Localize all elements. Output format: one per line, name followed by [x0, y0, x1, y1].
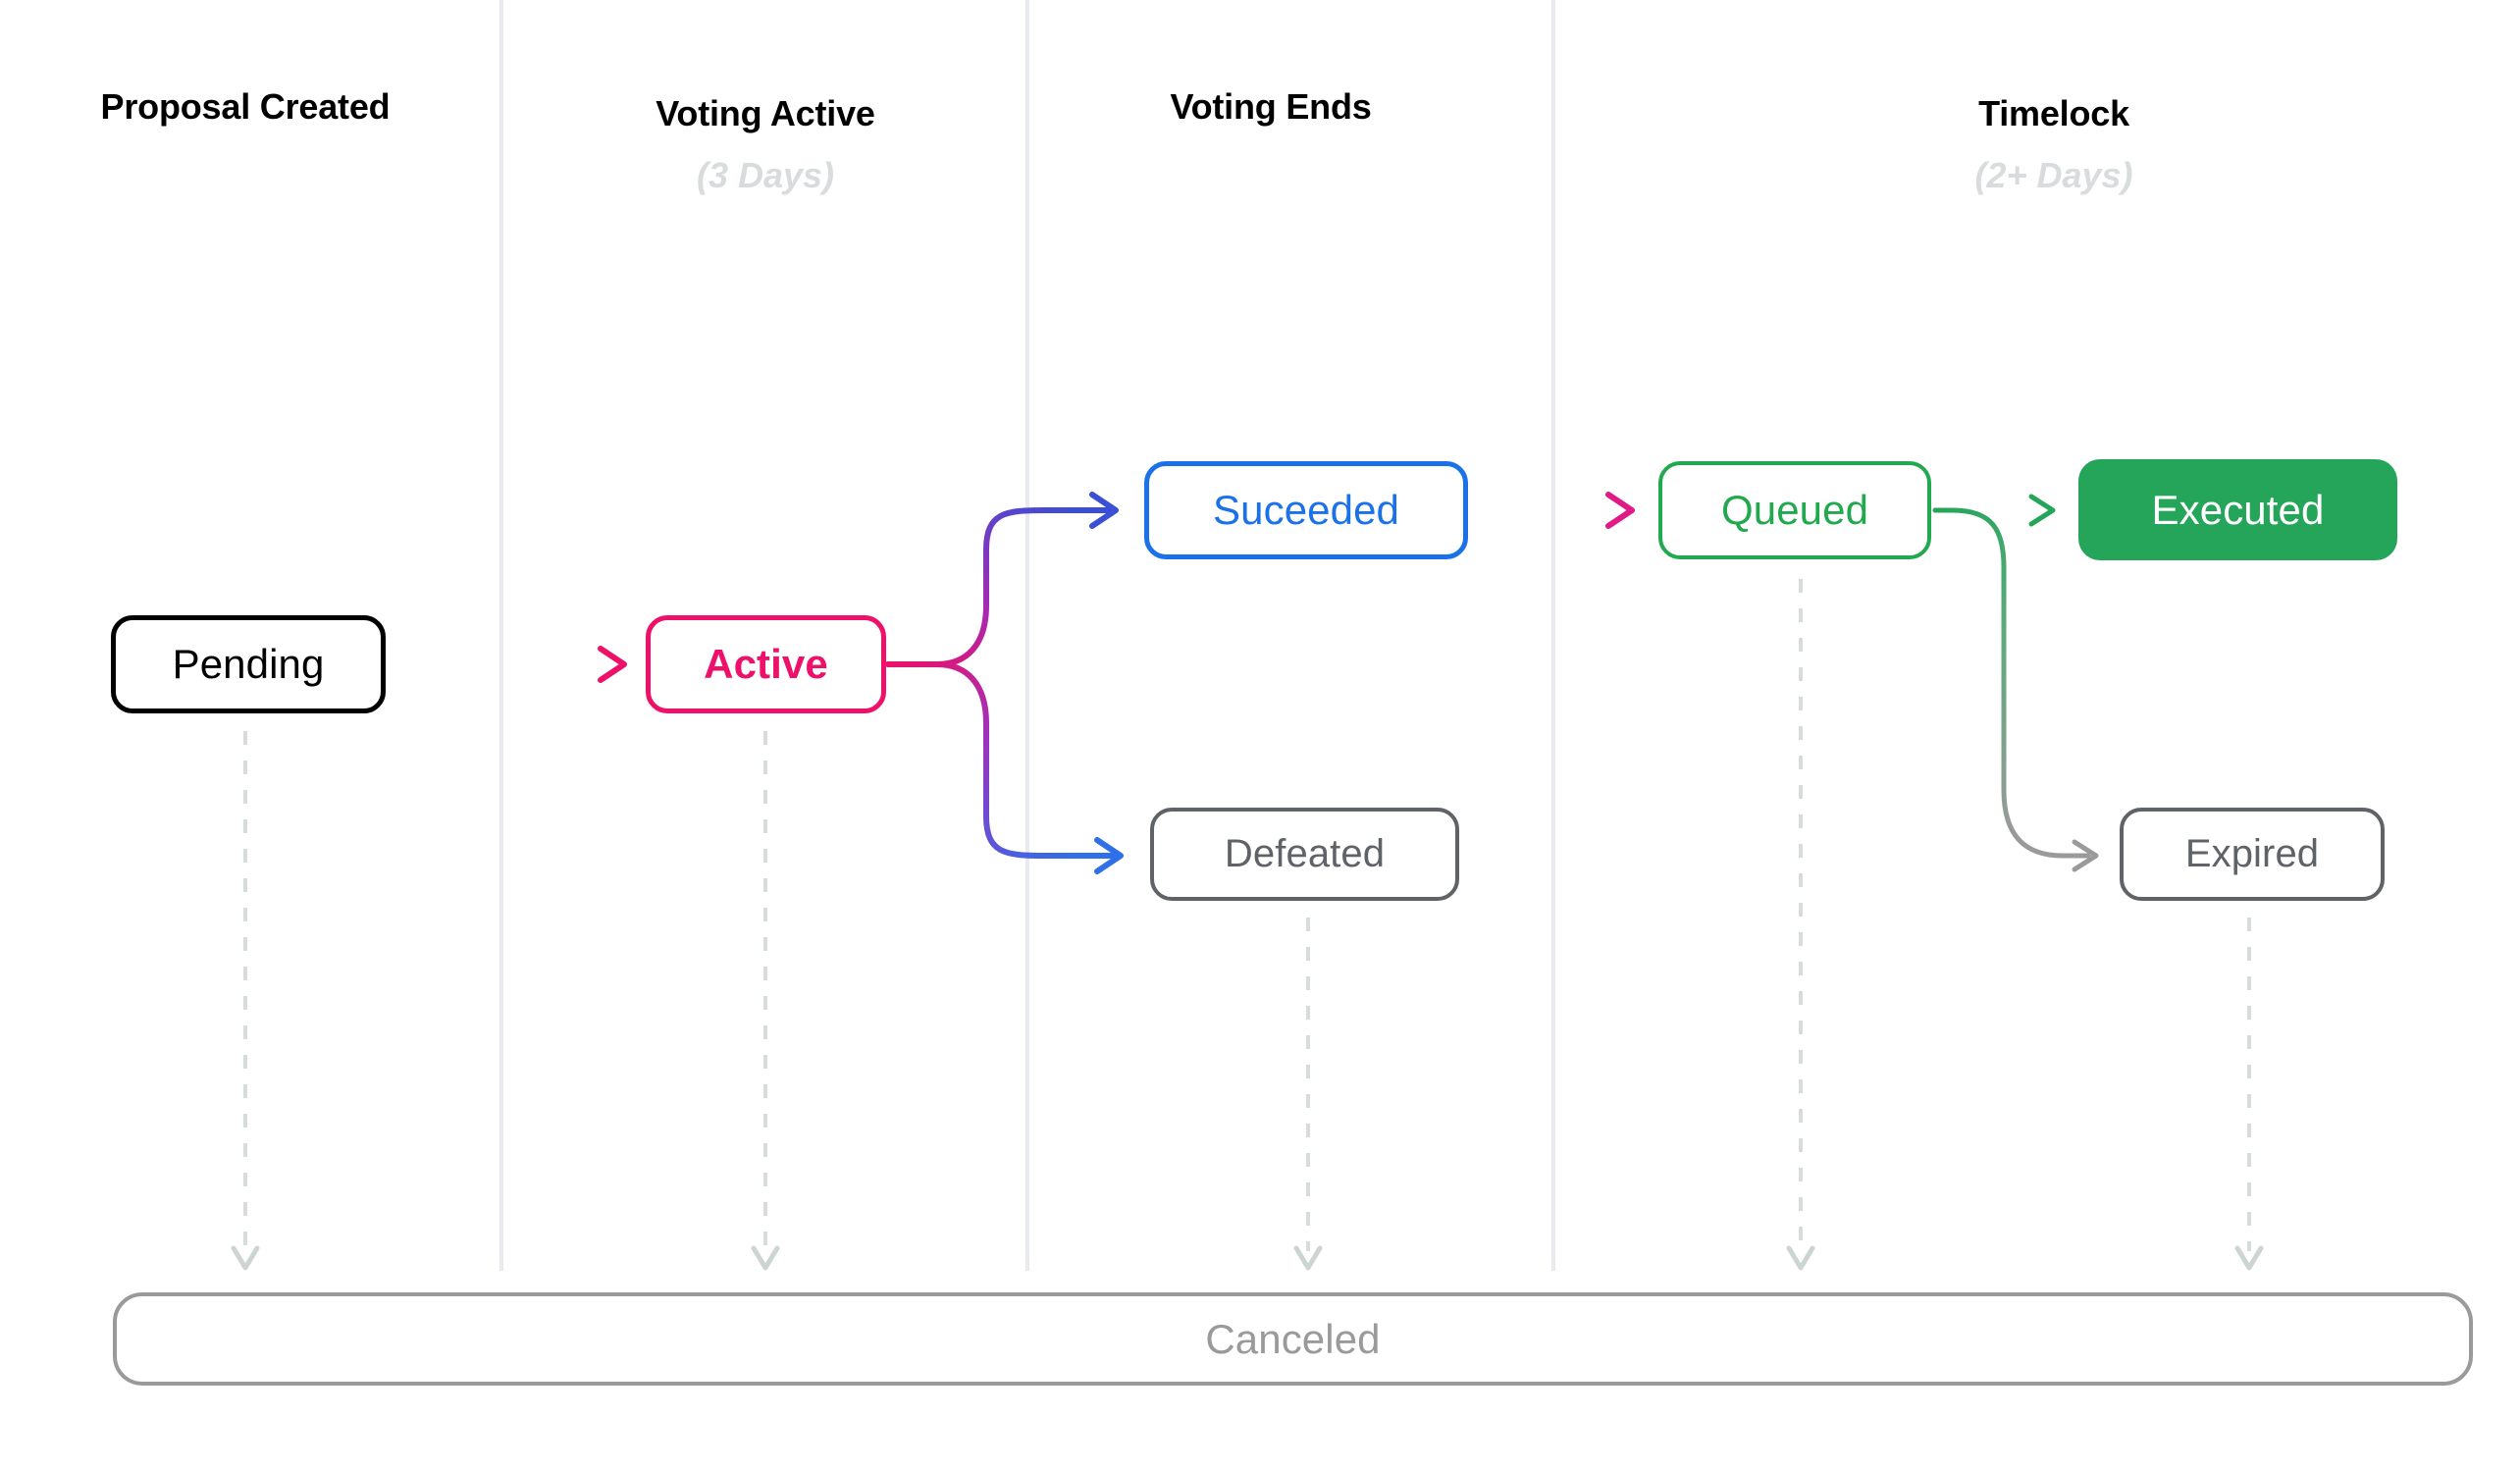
node-pending[interactable]: Pending: [111, 615, 386, 713]
cancel-drop-arrowheads: [231, 1245, 2264, 1271]
node-defeated[interactable]: Defeated: [1150, 808, 1459, 901]
edge-queued-expired: [1932, 507, 2099, 872]
phase-label-voting-active: Voting Active: [656, 93, 875, 133]
node-executed[interactable]: Executed: [2078, 459, 2397, 560]
node-queued[interactable]: Queued: [1658, 461, 1931, 559]
phase-label-timelock: Timelock: [1978, 93, 2129, 133]
node-canceled[interactable]: Canceled: [113, 1292, 2473, 1386]
edge-pending-active: [389, 646, 627, 683]
edge-queued-executed: [1933, 494, 2056, 527]
phase-sublabel-voting-active: (3 Days): [696, 155, 835, 195]
node-succeeded[interactable]: Suceeded: [1144, 461, 1468, 559]
phase-sublabel-timelock: (2+ Days): [1974, 155, 2133, 195]
node-expired[interactable]: Expired: [2120, 808, 2385, 901]
node-active[interactable]: Active: [646, 615, 886, 713]
edge-active-succeeded: [885, 492, 1119, 667]
phase-label-proposal-created: Proposal Created: [100, 86, 391, 127]
edge-active-defeated: [885, 661, 1124, 874]
edge-succeeded-queued: [1470, 492, 1635, 529]
cancel-drop-lines: [243, 579, 2251, 1251]
phase-label-voting-ends: Voting Ends: [1170, 86, 1372, 127]
